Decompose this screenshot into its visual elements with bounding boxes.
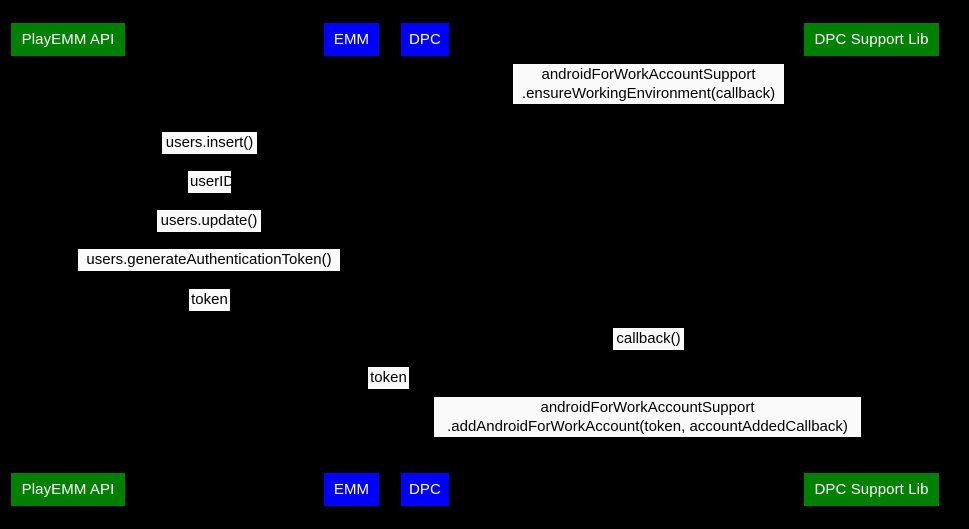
lifeline-playemm-api [68, 56, 69, 473]
message-label-callback[interactable]: callback() [613, 328, 684, 350]
lifeline-emm [351, 56, 352, 473]
message-line-1: callback() [616, 330, 681, 347]
participant-label: PlayEMM API [21, 481, 115, 498]
message-line-1: androidForWorkAccountSupport [540, 399, 755, 416]
lifeline-dpc-support-lib [871, 56, 872, 473]
message-line-1: userID [190, 173, 235, 190]
message-line-1: users.generateAuthenticationToken() [86, 251, 332, 268]
message-line-2: .ensureWorkingEnvironment(callback) [521, 85, 776, 102]
participant-dpc-top[interactable]: DPC [401, 23, 449, 56]
message-line-2: .addAndroidForWorkAccount(token, account… [447, 418, 848, 435]
message-label-ensure-working-environment[interactable]: androidForWorkAccountSupport .ensureWorki… [513, 64, 784, 104]
message-line-1: androidForWorkAccountSupport [541, 66, 756, 83]
participant-label: EMM [333, 481, 370, 498]
message-label-token-to-dpc[interactable]: token [368, 367, 409, 389]
message-label-add-android-for-work-account[interactable]: androidForWorkAccountSupport .addAndroidF… [434, 397, 861, 437]
participant-playemm-api-bottom[interactable]: PlayEMM API [11, 473, 125, 506]
participant-emm-top[interactable]: EMM [324, 23, 379, 56]
lifeline-dpc [425, 56, 426, 473]
participant-label: DPC [409, 481, 441, 498]
message-line-1: users.update() [160, 212, 258, 229]
participant-label: DPC [409, 31, 441, 48]
participant-dpc-bottom[interactable]: DPC [401, 473, 449, 506]
message-line-1: users.insert() [165, 134, 254, 151]
participant-label: DPC Support Lib [814, 31, 929, 48]
participant-label: DPC Support Lib [814, 481, 929, 498]
message-line-1: token [191, 291, 228, 308]
participant-playemm-api-top[interactable]: PlayEMM API [11, 23, 125, 56]
message-label-user-id[interactable]: userID [188, 171, 235, 193]
message-label-token-to-emm[interactable]: token [189, 289, 230, 311]
message-line-1: token [370, 369, 407, 386]
message-label-users-update[interactable]: users.update() [157, 210, 261, 232]
message-label-users-insert[interactable]: users.insert() [162, 132, 257, 154]
participant-dpc-support-lib-top[interactable]: DPC Support Lib [804, 23, 939, 56]
participant-label: EMM [333, 31, 370, 48]
participant-emm-bottom[interactable]: EMM [324, 473, 379, 506]
participant-label: PlayEMM API [21, 31, 115, 48]
participant-dpc-support-lib-bottom[interactable]: DPC Support Lib [804, 473, 939, 506]
message-label-generate-authentication-token[interactable]: users.generateAuthenticationToken() [78, 249, 340, 271]
